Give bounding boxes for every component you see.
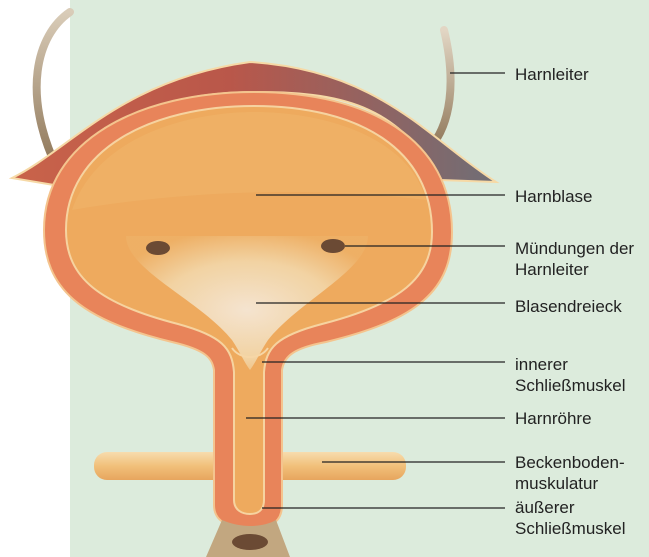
- label-inner-sphincter-1: innerer: [515, 354, 568, 375]
- right-ureter-opening: [321, 239, 345, 253]
- bottom-opening: [232, 534, 268, 550]
- label-ureter: Harnleiter: [515, 64, 589, 85]
- left-ureter-opening: [146, 241, 170, 255]
- label-outer-sphincter-1: äußerer: [515, 497, 575, 518]
- label-pelvic-floor-1: Beckenboden-: [515, 452, 625, 473]
- label-bladder: Harnblase: [515, 186, 593, 207]
- label-ureter-openings-1: Mündungen der: [515, 238, 634, 259]
- label-urethra: Harnröhre: [515, 408, 592, 429]
- label-pelvic-floor-2: muskulatur: [515, 473, 598, 494]
- label-ureter-openings-2: Harnleiter: [515, 259, 589, 280]
- label-trigone: Blasendreieck: [515, 296, 622, 317]
- label-inner-sphincter-2: Schließmuskel: [515, 375, 626, 396]
- label-outer-sphincter-2: Schließmuskel: [515, 518, 626, 539]
